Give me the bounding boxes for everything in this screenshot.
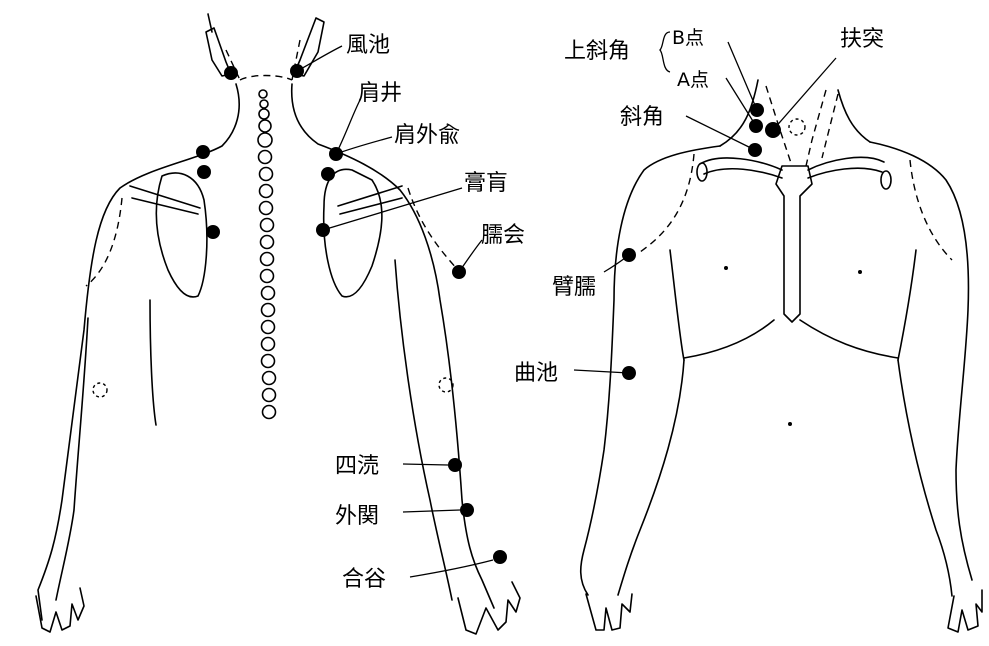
- kengaiyu-point-right: [321, 167, 335, 181]
- label-koukou: 膏肓: [464, 171, 508, 196]
- label-jue: 臑会: [481, 223, 525, 248]
- label-shakaku: 斜角: [620, 105, 664, 130]
- kensei-point-left: [196, 145, 210, 159]
- label-kengaiyu: 肩外兪: [394, 123, 460, 148]
- back-view-figure: [36, 14, 520, 634]
- front-view-figure: [581, 80, 982, 632]
- koukou-point-left: [206, 225, 220, 239]
- label-shitoku: 四涜: [335, 454, 379, 479]
- label-futotsu: 扶突: [840, 27, 884, 52]
- front-view-labels: 上斜角 B点 A点 斜角 扶突 臂臑 曲池: [514, 27, 884, 386]
- label-kyokuchi: 曲池: [514, 361, 558, 386]
- gaikan-point: [460, 503, 474, 517]
- sternum: [776, 166, 812, 322]
- back-body-outline-right: [292, 84, 494, 608]
- goukoku-point: [493, 550, 507, 564]
- label-b-ten: B点: [672, 27, 704, 49]
- back-view-labels: 風池 肩井 肩外兪 膏肓 臑会 四涜 外関 合谷: [335, 33, 525, 592]
- right-scapula: [324, 169, 382, 297]
- label-kensei: 肩井: [358, 81, 402, 106]
- shitoku-point: [448, 458, 462, 472]
- kengaiyu-point-left: [197, 165, 211, 179]
- front-view-points: [622, 103, 781, 380]
- left-clavicle: [700, 158, 782, 170]
- label-goukoku: 合谷: [342, 567, 386, 592]
- front-body-outline-left: [581, 146, 720, 595]
- label-joushakaku: 上斜角: [564, 39, 630, 64]
- label-gaikan: 外関: [335, 504, 379, 529]
- fuuchi-point-left: [224, 66, 238, 80]
- label-a-ten: A点: [677, 69, 709, 91]
- back-view-points: [196, 64, 507, 564]
- left-scapula: [156, 173, 207, 297]
- spine-vertebrae: [258, 90, 276, 419]
- label-fuuchi: 風池: [346, 33, 390, 58]
- label-hiju: 臂臑: [552, 275, 596, 300]
